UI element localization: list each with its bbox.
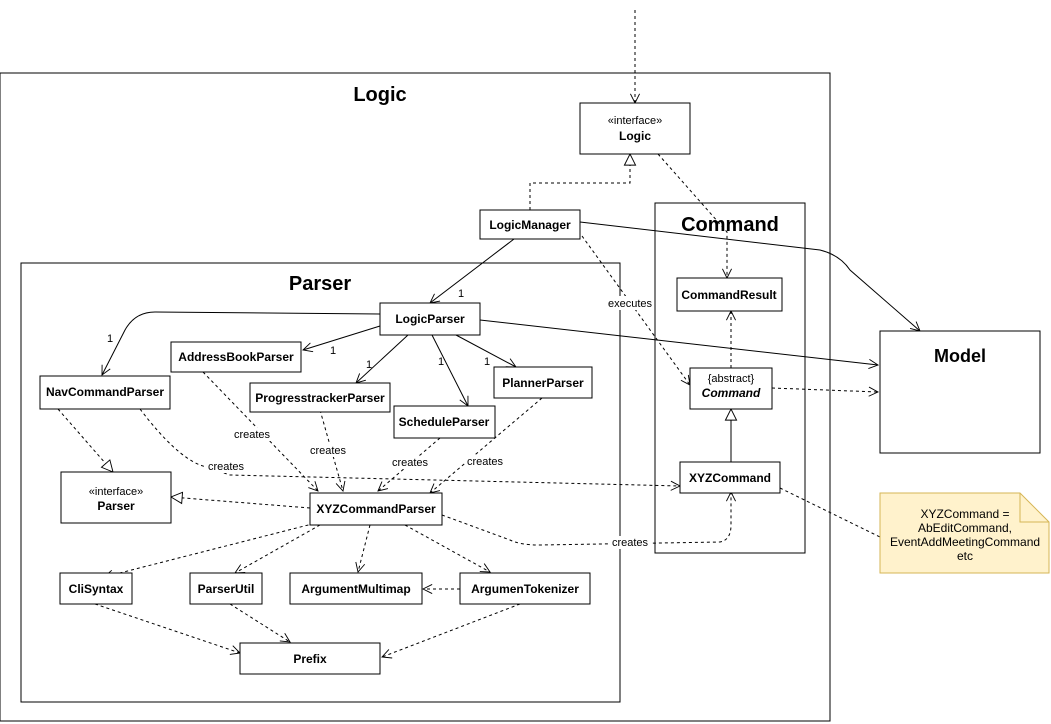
prefix-box [239, 642, 381, 675]
creates-label-addressbook: creates [234, 429, 271, 441]
xyzcommandparser-to-argumentmultimap [358, 524, 371, 572]
logic-to-commandresult [657, 153, 727, 278]
xyzcommandparser-to-argumentokenizer [404, 524, 490, 572]
note-line-3: EventAddMeetingCommand [890, 535, 1040, 549]
creates-label-bg [465, 455, 505, 468]
creates-label-bg [308, 444, 348, 457]
addressbookparser-box [170, 341, 302, 373]
argumentmultimap-name: ArgumentMultimap [301, 582, 410, 596]
multiplicity-scheduleparser: 1 [438, 356, 444, 368]
parserutil-box [189, 572, 263, 605]
creates-label-bg [206, 460, 246, 473]
clisyntax-to-prefix [94, 603, 240, 653]
logic-stereotype: «interface» [608, 115, 662, 127]
logicmanager-to-model [579, 221, 920, 331]
scheduleparser-box [393, 405, 496, 439]
creates-label-xyzcommand: creates [612, 537, 649, 549]
argumentokenizer-name: ArgumenTokenizer [471, 582, 579, 596]
command-stereotype: {abstract} [708, 373, 755, 385]
logicmanager-realizes-logic [529, 154, 630, 210]
xyzcommandparser-realizes-parser [171, 497, 311, 509]
logic-interface-box [579, 102, 691, 155]
xyzcommandparser-to-clisyntax [104, 521, 321, 577]
xyzcommand-note-link [779, 487, 881, 538]
xyzcommandparser-name: XYZCommandParser [316, 502, 436, 516]
addressbookparser-name: AddressBookParser [178, 350, 294, 364]
creates-label-planner: creates [467, 456, 504, 468]
clisyntax-name: CliSyntax [69, 582, 124, 596]
multiplicity-addressbookparser: 1 [330, 345, 336, 357]
logic-package-title: Logic [353, 84, 406, 106]
xyzcommand-name: XYZCommand [689, 471, 771, 485]
logicparser-to-model [479, 319, 878, 365]
logicparser-to-navcommandparser [102, 311, 381, 375]
parserutil-name: ParserUtil [198, 582, 255, 596]
note-box [879, 492, 1050, 574]
clisyntax-box [59, 572, 133, 605]
parser-interface-name: Parser [97, 499, 135, 513]
logicparser-box [379, 302, 481, 336]
note-line-2: AbEditCommand, [918, 521, 1012, 535]
executes-label-bg [606, 296, 654, 310]
navcommandparser-creates-xyzcommand [139, 408, 680, 486]
logic-interface-name: Logic [619, 129, 651, 143]
command-name: Command [702, 386, 761, 400]
note-line-1: XYZCommand = [920, 507, 1009, 521]
argumentokenizer-box [459, 572, 591, 605]
multiplicity-navcommandparser: 1 [107, 333, 113, 345]
command-package-title: Command [681, 214, 779, 236]
command-abstract-box [689, 367, 773, 410]
creates-label-bg [390, 456, 430, 469]
multiplicity-progresstrackerparser: 1 [366, 359, 372, 371]
prefix-name: Prefix [293, 652, 327, 666]
scheduleparser-name: ScheduleParser [399, 415, 490, 429]
creates-label-bg [610, 536, 650, 549]
executes-label: executes [608, 298, 653, 310]
note-line-4: etc [957, 549, 973, 563]
parser-stereotype: «interface» [89, 486, 143, 498]
logicparser-to-progresstrackerparser [356, 334, 409, 383]
argumentokenizer-to-prefix [382, 603, 521, 657]
logicparser-to-plannerparser [455, 334, 516, 367]
xyzcommandparser-box [309, 492, 443, 526]
creates-label-progresstracker: creates [310, 445, 347, 457]
logicparser-to-scheduleparser [431, 334, 468, 406]
plannerparser-name: PlannerParser [502, 376, 584, 390]
plannerparser-box [493, 366, 593, 399]
scheduleparser-creates-xyzcommandparser [378, 437, 441, 491]
model-box [879, 330, 1041, 454]
logicparser-to-addressbookparser [303, 325, 381, 350]
progresstrackerparser-name: ProgresstrackerParser [255, 391, 385, 405]
model-name: Model [934, 346, 986, 366]
logicmanager-executes-command [581, 235, 690, 385]
commandresult-box [676, 277, 783, 312]
xyzcommandparser-to-parserutil [235, 524, 321, 573]
navcommandparser-realizes-parser [57, 408, 113, 472]
parser-interface-box [60, 471, 172, 524]
logicparser-name: LogicParser [395, 312, 465, 326]
logicmanager-to-logicparser [430, 238, 515, 303]
multiplicity-logicparser: 1 [458, 288, 464, 300]
creates-label-bg [232, 428, 272, 441]
xyzcommand-box [679, 461, 781, 494]
commandresult-name: CommandResult [681, 288, 776, 302]
note-fold [1019, 493, 1049, 523]
navcommandparser-box [39, 375, 171, 410]
creates-label-schedule: creates [392, 457, 429, 469]
argumentmultimap-box [289, 572, 423, 605]
plannerparser-creates-xyzcommandparser [430, 397, 543, 493]
logicmanager-name: LogicManager [489, 218, 571, 232]
progresstrackerparser-box [249, 382, 391, 413]
multiplicity-plannerparser: 1 [484, 356, 490, 368]
parser-package-title: Parser [289, 273, 351, 295]
logicmanager-box [479, 209, 581, 240]
navcommandparser-name: NavCommandParser [46, 385, 164, 399]
creates-label-navcommand: creates [208, 461, 245, 473]
